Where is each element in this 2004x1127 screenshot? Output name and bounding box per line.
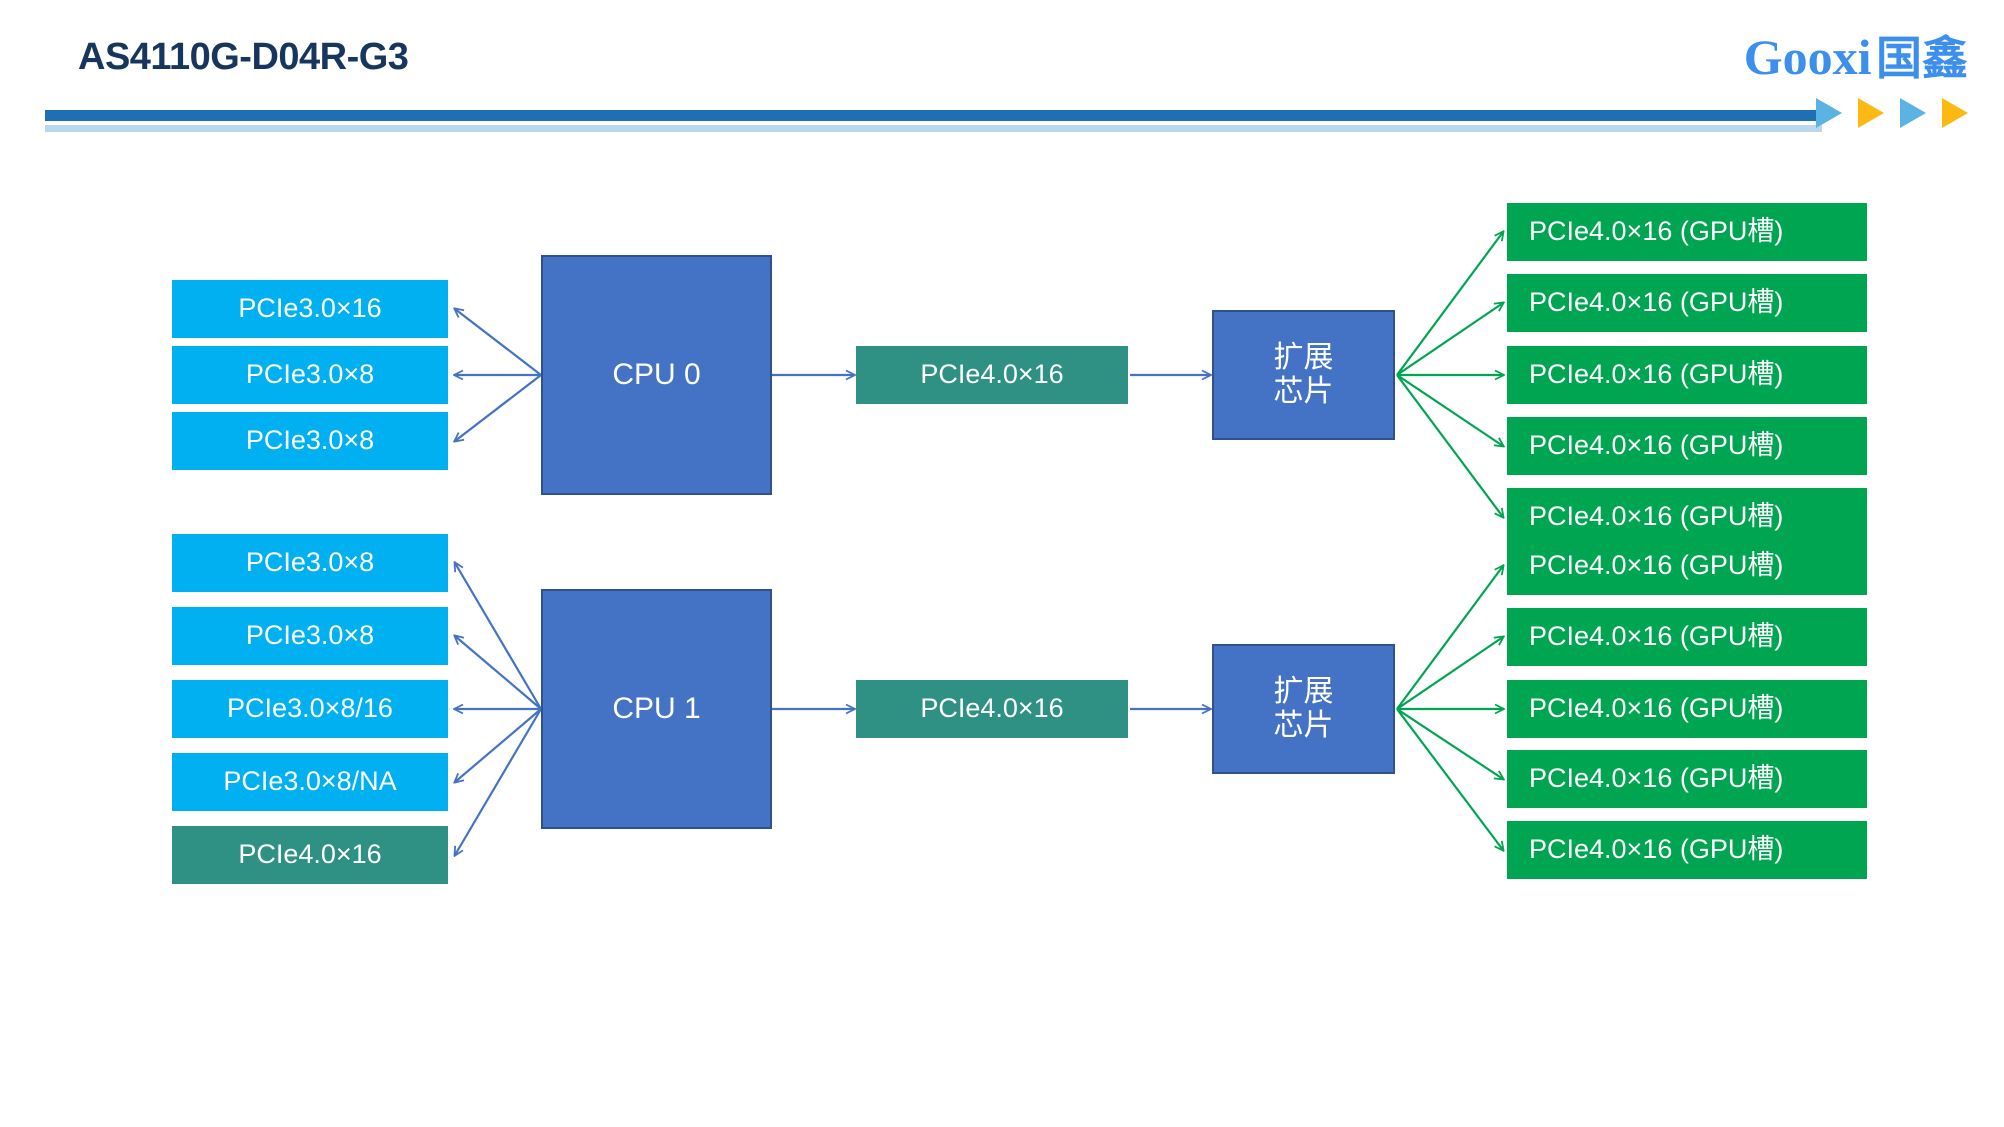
- cpu1-gpu-slot-3[interactable]: PCIe4.0×16 (GPU槽): [1507, 680, 1867, 738]
- page-title: AS4110G-D04R-G3: [78, 36, 409, 78]
- cpu1-left-slot-1[interactable]: PCIe3.0×8: [172, 534, 448, 592]
- logo-arrow-group: [1744, 98, 1968, 128]
- triangle-arrow-icon-1: [1816, 98, 1842, 128]
- cpu0-switch-chip-line2: 芯片: [1273, 375, 1334, 408]
- cpu1-gpu-slot-2[interactable]: PCIe4.0×16 (GPU槽): [1507, 608, 1867, 666]
- header-rule: [45, 110, 1822, 121]
- pcie-topology-diagram: PCIe3.0×16 PCIe3.0×8 PCIe3.0×8 CPU 0 PCI…: [0, 140, 2004, 1127]
- cpu1-gpu-slot-4[interactable]: PCIe4.0×16 (GPU槽): [1507, 750, 1867, 808]
- cpu0-left-slot-3[interactable]: PCIe3.0×8: [172, 412, 448, 470]
- header-rule-subline: [45, 125, 1822, 132]
- cpu0-switch-chip-line1: 扩展: [1273, 340, 1334, 374]
- triangle-arrow-icon-2: [1858, 98, 1884, 128]
- logo-chinese-name: 国鑫: [1876, 31, 1968, 85]
- cpu0-left-slot-2[interactable]: PCIe3.0×8: [172, 346, 448, 404]
- cpu1-left-slot-4[interactable]: PCIe3.0×8/NA: [172, 753, 448, 811]
- cpu1-switch-chip[interactable]: 扩展 芯片: [1212, 644, 1395, 774]
- connector-layer: [0, 140, 2004, 1127]
- triangle-arrow-icon-4: [1942, 98, 1968, 128]
- cpu0-uplink[interactable]: PCIe4.0×16: [856, 346, 1128, 404]
- cpu0-gpu-slot-4[interactable]: PCIe4.0×16 (GPU槽): [1507, 417, 1867, 475]
- brand-logo: Gooxi 国鑫: [1744, 22, 1968, 128]
- logo-wordmark: Gooxi: [1743, 29, 1872, 85]
- cpu0-gpu-slot-1[interactable]: PCIe4.0×16 (GPU槽): [1507, 203, 1867, 261]
- cpu1-uplink[interactable]: PCIe4.0×16: [856, 680, 1128, 738]
- cpu1-switch-chip-line1: 扩展: [1273, 674, 1334, 708]
- cpu0-gpu-slot-5[interactable]: PCIe4.0×16 (GPU槽): [1507, 488, 1867, 546]
- cpu1-switch-chip-line2: 芯片: [1273, 709, 1334, 742]
- cpu0-gpu-slot-2[interactable]: PCIe4.0×16 (GPU槽): [1507, 274, 1867, 332]
- cpu1-gpu-slot-1[interactable]: PCIe4.0×16 (GPU槽): [1507, 537, 1867, 595]
- cpu1-left-slot-5[interactable]: PCIe4.0×16: [172, 826, 448, 884]
- cpu0-switch-chip[interactable]: 扩展 芯片: [1212, 310, 1395, 440]
- cpu0-left-slot-1[interactable]: PCIe3.0×16: [172, 280, 448, 338]
- cpu1-left-slot-3[interactable]: PCIe3.0×8/16: [172, 680, 448, 738]
- cpu1-block[interactable]: CPU 1: [541, 589, 772, 829]
- cpu0-block[interactable]: CPU 0: [541, 255, 772, 495]
- cpu1-left-slot-2[interactable]: PCIe3.0×8: [172, 607, 448, 665]
- logo-lockup: Gooxi 国鑫: [1744, 22, 1968, 88]
- cpu1-gpu-slot-5[interactable]: PCIe4.0×16 (GPU槽): [1507, 821, 1867, 879]
- cpu0-gpu-slot-3[interactable]: PCIe4.0×16 (GPU槽): [1507, 346, 1867, 404]
- triangle-arrow-icon-3: [1900, 98, 1926, 128]
